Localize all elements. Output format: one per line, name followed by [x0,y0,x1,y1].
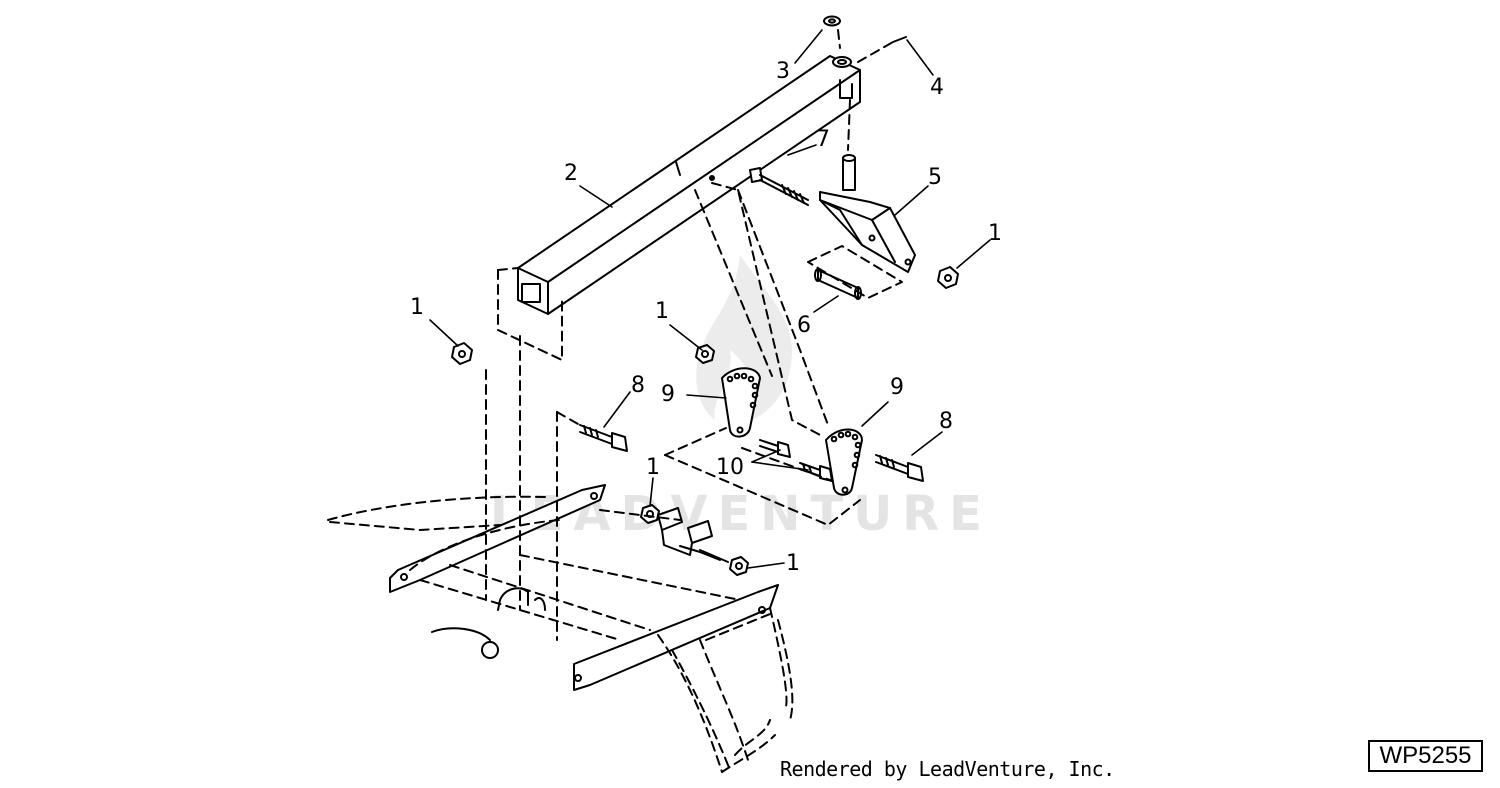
callout-6: 6 [797,313,811,338]
leader-lines [429,29,991,569]
callout-1-bottom: 1 [786,551,800,576]
part-3-washer [823,15,841,27]
plate-left [721,367,761,438]
bolt-10a [759,439,791,458]
callout-4: 4 [930,75,944,100]
callout-1-right: 1 [988,221,1002,246]
callout-5: 5 [928,165,942,190]
callout-9-right: 9 [890,375,904,400]
part-6-bushing [814,268,862,300]
lower-frame [389,484,779,691]
part-9-plates [721,367,863,496]
part-2-tube [517,55,861,315]
figure-id-badge: WP5255 [1368,740,1483,772]
callout-1-lower: 1 [646,455,660,480]
watermark-flame-icon [696,255,792,425]
part-4-pin [892,36,907,43]
part-8-bolts [579,424,924,482]
callout-1-center: 1 [655,299,669,324]
callout-8-left: 8 [631,373,645,398]
part-5-bracket [819,154,916,273]
callout-3: 3 [776,59,790,84]
callout-8-right: 8 [939,409,953,434]
part-7-bolt [749,167,809,206]
bolt-left [579,424,628,452]
plate-right [825,428,863,496]
bolt-right [875,454,924,482]
rendered-by-footer: Rendered by LeadVenture, Inc. [780,757,1115,781]
watermark: LEADVENTURE [490,255,982,542]
nut-left [451,342,473,365]
nut-bolt-right [729,556,749,576]
part-10-bolts [759,439,833,482]
phantom-lines [327,29,903,773]
callout-10: 10 [716,455,744,480]
callout-1-left: 1 [410,295,424,320]
callout-9-left: 9 [661,382,675,407]
nut-right [937,266,959,289]
callout-labels: 3 4 2 7 5 1 6 1 1 8 9 9 8 10 1 1 [410,59,1002,576]
part-1-nuts [451,266,959,576]
callout-2: 2 [564,161,578,186]
nut-lower [640,504,660,524]
callout-7: 7 [816,127,830,152]
